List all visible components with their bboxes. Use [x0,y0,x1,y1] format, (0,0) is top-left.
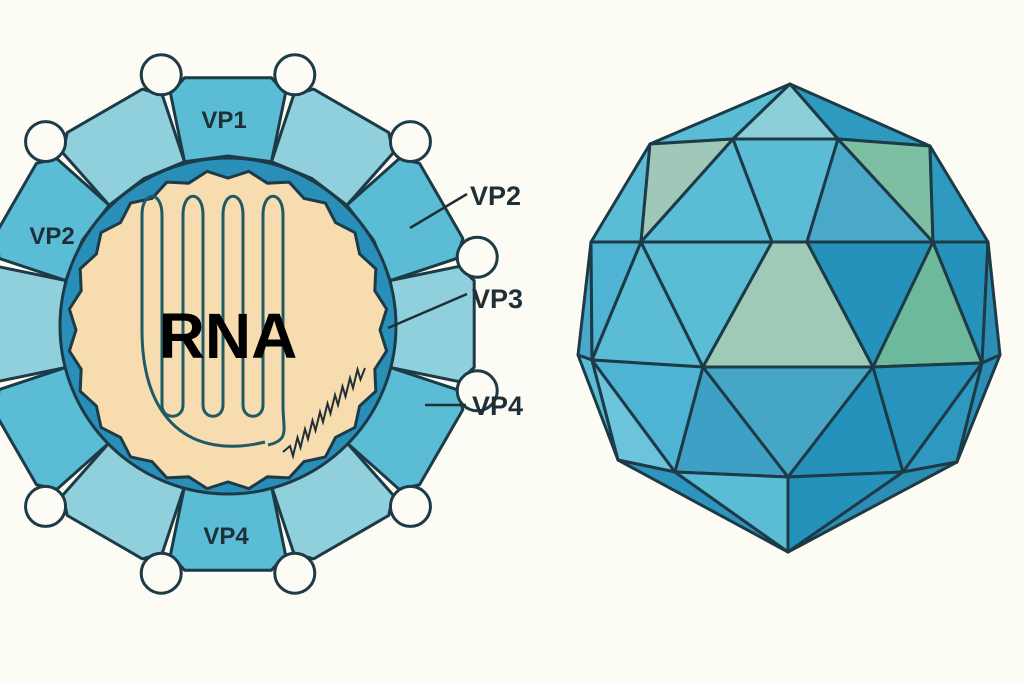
capsid-tile [388,264,476,384]
callout-vp2: VP2 [470,181,521,211]
tile-notch [24,484,68,528]
callout-vp4: VP4 [472,391,523,421]
wavy-strand [282,365,366,460]
callout-line-vp3 [387,292,468,330]
rna-strand [140,194,286,448]
capsid-face [786,460,959,554]
tile-notch [455,235,499,279]
tile-notch [388,120,432,164]
tile-notch [455,369,499,413]
tile-notch [388,484,432,528]
rna-label: RNA [159,300,298,372]
tile-notch [139,53,183,97]
callout-line-vp2 [409,192,468,230]
capsid-tile [0,265,68,383]
tile-notch [273,53,317,97]
tile-notch [24,120,68,164]
capsid-face [955,353,1002,464]
rna-core [67,169,389,491]
tile-label-vp2: VP2 [29,223,74,250]
callout-vp3: VP3 [472,284,523,314]
tile-notch [273,551,317,595]
icosahedral-capsid [576,82,1002,554]
capsid-face [928,144,990,244]
capsid-cross-section [0,53,499,595]
tile-label-vp1: VP1 [201,107,246,134]
tile-notch [139,551,183,595]
tile-label-vp4: VP4 [203,523,249,550]
capsid-face [673,470,790,554]
